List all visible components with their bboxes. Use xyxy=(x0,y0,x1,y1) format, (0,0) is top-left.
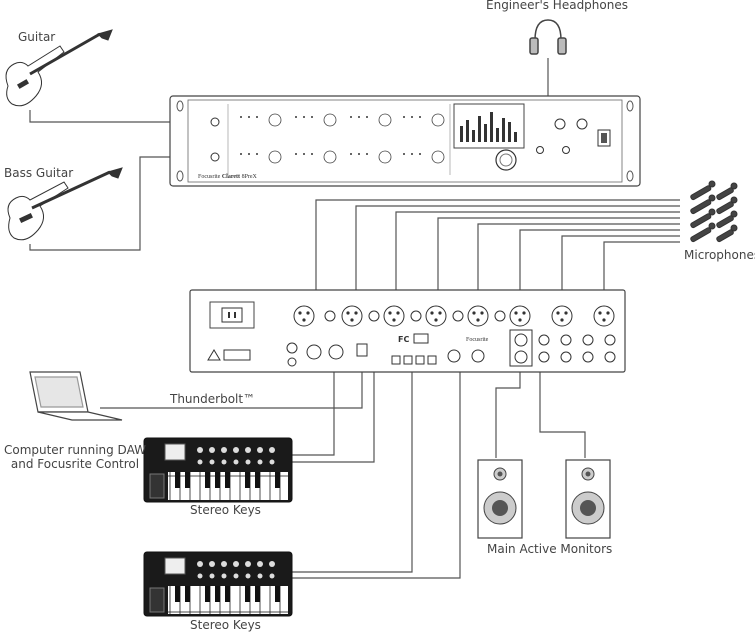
keys1-cable-a xyxy=(292,360,335,456)
keys2-cable-b xyxy=(292,360,461,579)
guitar-cable xyxy=(29,110,215,123)
thunderbolt-label: Thunderbolt™ xyxy=(170,392,256,406)
rear-brand: Focusrite xyxy=(466,337,489,343)
laptop-icon xyxy=(29,371,123,421)
mic-cable-7 xyxy=(561,235,680,290)
guitar-icon xyxy=(5,29,113,107)
guitar-label: Guitar xyxy=(18,30,56,44)
mic-cable-1 xyxy=(315,199,680,290)
main-monitors-label: Main Active Monitors xyxy=(487,542,613,556)
bass-guitar-label: Bass Guitar xyxy=(4,166,74,180)
bass-cable xyxy=(29,156,215,251)
stereo-keys-label-1: Stereo Keys xyxy=(190,503,261,517)
mic-cable-6 xyxy=(519,229,680,290)
engineers-headphones-label: Engineer's Headphones xyxy=(486,0,628,12)
headphones-icon xyxy=(529,19,567,55)
front-panel: Focusrite Clarett 8PreX xyxy=(169,95,641,187)
thunderbolt-cable xyxy=(100,358,363,409)
monitor-right-icon xyxy=(565,459,611,539)
mic-cable-3 xyxy=(395,211,680,290)
stereo-keys-icon-2 xyxy=(143,551,293,617)
mic-cable-8 xyxy=(603,241,680,290)
computer-label: Computer running DAW and Focusrite Contr… xyxy=(3,443,147,471)
svg-text:FC: FC xyxy=(398,335,409,344)
front-brand: Focusrite Clarett 8PreX xyxy=(198,174,258,180)
monitor-cable-right xyxy=(539,340,586,458)
mic-cable-5 xyxy=(477,223,680,290)
stereo-keys-icon-1 xyxy=(143,437,293,503)
mic-cable-2 xyxy=(355,205,680,290)
microphones-label: Microphones xyxy=(684,248,755,262)
stereo-keys-label-2: Stereo Keys xyxy=(190,618,261,632)
keys1-cable-b xyxy=(292,360,375,463)
microphones-icon xyxy=(690,180,738,243)
mic-cable-4 xyxy=(437,217,680,290)
bass-guitar-icon xyxy=(7,167,123,241)
cables xyxy=(29,58,680,579)
rear-panel: FC Focusrite xyxy=(189,289,626,373)
monitor-left-icon xyxy=(477,459,523,539)
keys2-cable-a xyxy=(292,360,413,573)
